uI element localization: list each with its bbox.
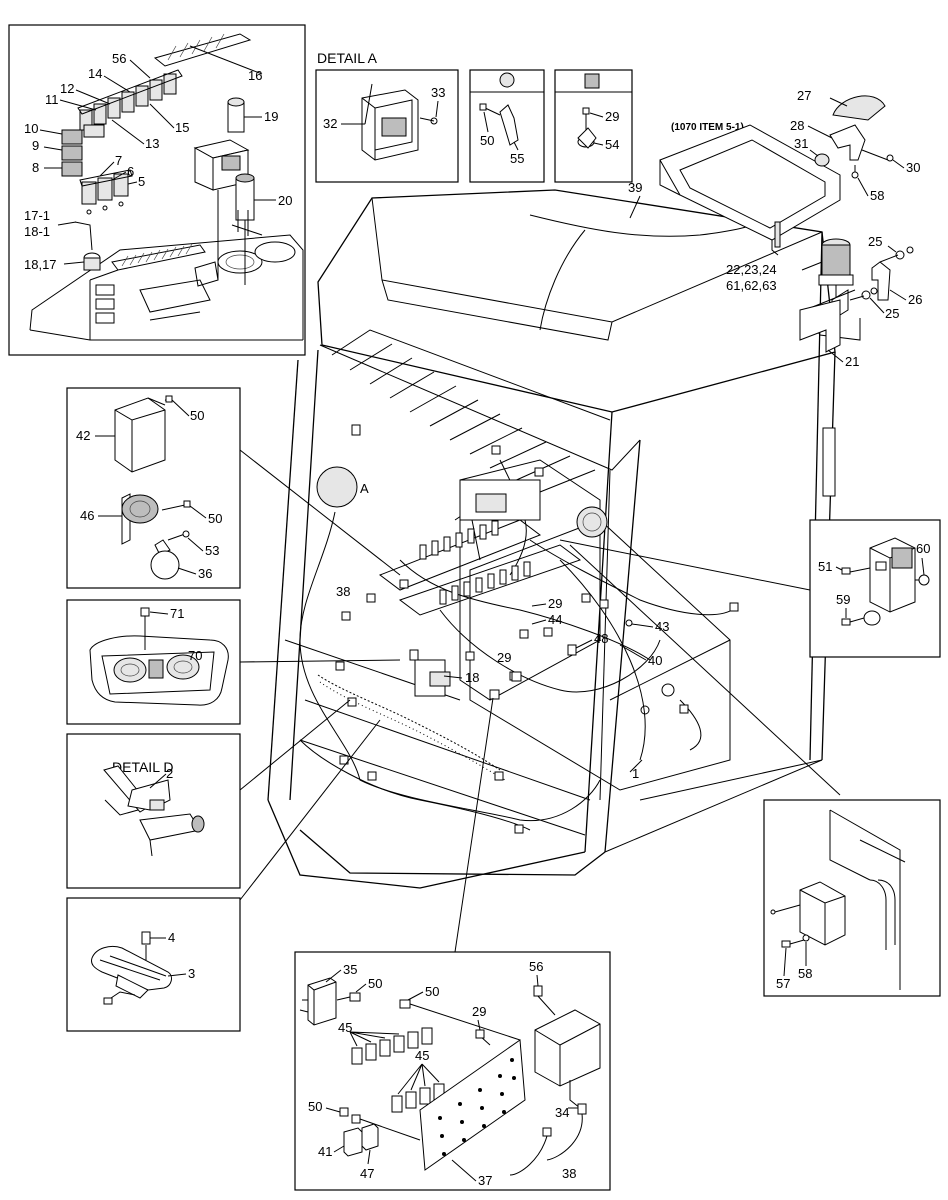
callout-20: 20 [278,193,292,208]
callout-25-b: 25 [885,306,899,321]
callout-8: 8 [32,160,39,175]
callout-12: 12 [60,81,74,96]
inset-gauge-70: 71 70 [66,599,241,725]
callout-31: 31 [794,136,808,151]
callout-29-b: 29 [548,596,562,611]
callout-10: 10 [24,121,38,136]
callout-22-23-24: 22,23,24 [726,262,777,277]
callout-29-c: 29 [497,650,511,665]
inset-switch-panel: 56 14 16 12 11 10 9 8 13 15 7 6 5 19 20 … [8,24,306,356]
roof-slats [319,329,641,495]
callout-29-a: 29 [605,109,619,124]
inset-clamp-54: 29 54 [554,69,633,183]
callout-38-b: 38 [562,1166,576,1181]
callout-16: 16 [248,68,262,83]
callout-9: 9 [32,138,39,153]
callout-11: 11 [45,92,59,107]
callout-7: 7 [115,153,122,168]
callout-2: 2 [166,766,173,781]
callout-18-17: 18,17 [24,257,57,272]
callout-30: 30 [906,160,920,175]
callout-47: 47 [360,1166,374,1181]
callout-56: 56 [112,51,126,66]
callout-3: 3 [188,966,195,981]
callout-50-e: 50 [425,984,439,999]
callout-39: 39 [628,180,642,195]
callout-41: 41 [318,1144,332,1159]
callout-a: A [360,481,369,496]
callout-61-62-63: 61,62,63 [726,278,777,293]
callout-42: 42 [76,428,90,443]
callout-48: 48 [594,631,608,646]
callout-59: 59 [836,592,850,607]
detail-d-title: DETAIL D [112,759,173,775]
callout-45-b: 45 [415,1048,429,1063]
callout-34: 34 [555,1105,569,1120]
relay-panel-cluster [378,479,582,697]
callout-57: 57 [776,976,790,991]
callout-58-b: 58 [798,966,812,981]
callout-50-d: 50 [368,976,382,991]
callout-13: 13 [145,136,159,151]
callout-40: 40 [648,653,662,668]
callout-45-a: 45 [338,1020,352,1035]
callout-33: 33 [431,85,445,100]
callout-19: 19 [264,109,278,124]
callout-32: 32 [323,116,337,131]
callout-36: 36 [198,566,212,581]
callout-18: 18 [465,670,479,685]
inset-controller-51: 51 60 59 [809,519,941,658]
ref-1070: (1070 ITEM 5-1) [671,122,744,133]
callout-1: 1 [632,766,639,781]
cab-callouts: 38 29 44 48 43 40 29 18 1 [336,584,669,781]
detail-a-marker [316,466,358,508]
callout-4: 4 [168,930,175,945]
callout-25-a: 25 [868,234,882,249]
callout-14: 14 [88,66,102,81]
callout-6: 6 [127,164,134,179]
callout-21: 21 [845,354,859,369]
inset-speaker-42: 50 42 46 50 53 36 [66,387,241,589]
callout-38-a: 38 [336,584,350,599]
detail-a-title: DETAIL A [317,50,378,66]
inset-relay-board: 35 50 50 45 45 29 [294,951,611,1191]
callout-26: 26 [908,292,922,307]
callout-37: 37 [478,1173,492,1188]
callout-53: 53 [205,543,219,558]
callout-58-a: 58 [870,188,884,203]
callout-56-b: 56 [529,959,543,974]
callout-17-1: 17-1 [24,208,50,223]
inset-detail-d: DETAIL D 2 [66,733,241,889]
cab-assembly: A [267,169,836,889]
callout-70: 70 [188,648,202,663]
callout-44: 44 [548,612,562,627]
inset-pedal-3: 4 3 [66,897,241,1032]
callout-18-1: 18-1 [24,224,50,239]
callout-46: 46 [80,508,94,523]
callout-55: 55 [510,151,524,166]
callout-54: 54 [605,137,619,152]
callout-15: 15 [175,120,189,135]
callout-43: 43 [655,619,669,634]
callout-50-b: 50 [190,408,204,423]
callout-28: 28 [790,118,804,133]
callout-60: 60 [916,541,930,556]
callout-51: 51 [818,559,832,574]
inset-detail-a: DETAIL A 33 32 [315,50,459,183]
callout-35: 35 [343,962,357,977]
callout-29-d: 29 [472,1004,486,1019]
callout-71: 71 [170,606,184,621]
beacon-assembly: (1070 ITEM 5-1) 27 28 31 30 58 39 [628,88,922,369]
callout-50-c: 50 [208,511,222,526]
inset-bracket-55: 50 55 [469,69,545,183]
callout-5: 5 [138,174,145,189]
callout-27: 27 [797,88,811,103]
callout-50-f: 50 [308,1099,322,1114]
callout-50-a: 50 [480,133,494,148]
inset-module-57: 57 58 [763,799,941,997]
